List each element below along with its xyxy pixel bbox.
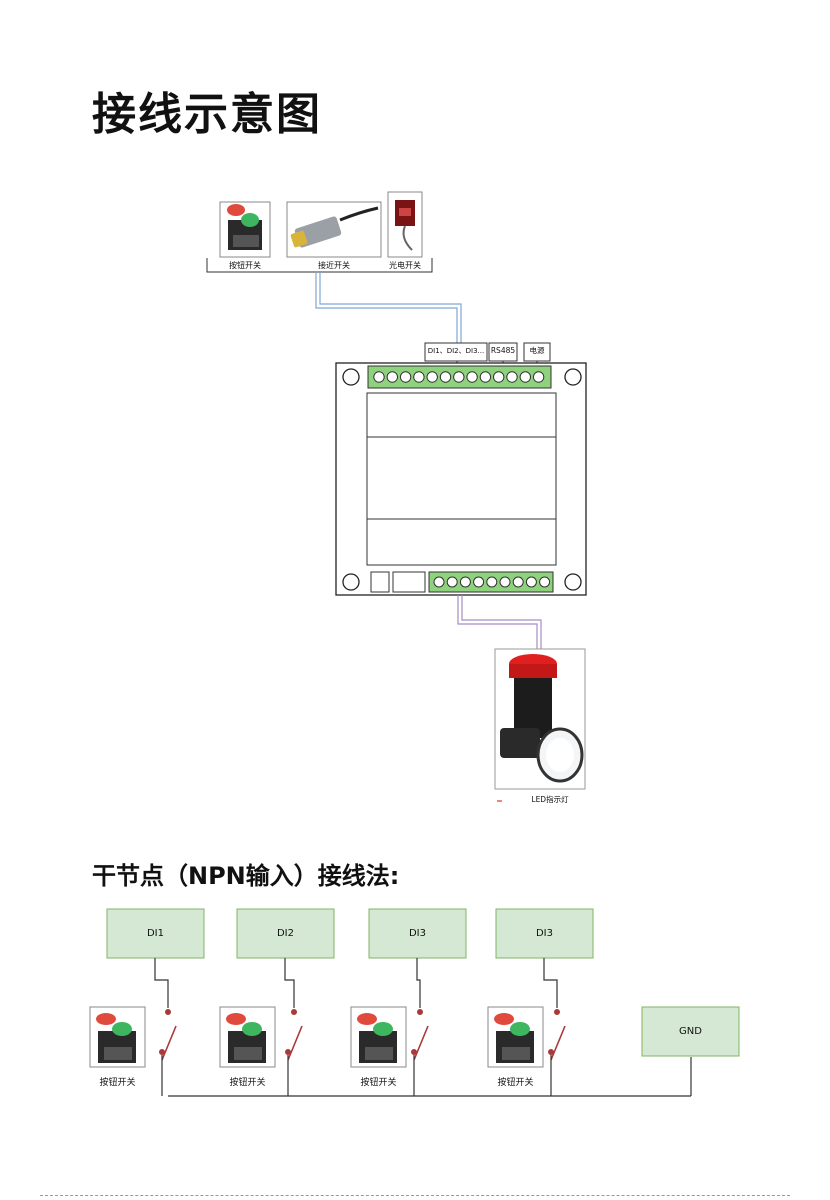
page-title: 接线示意图 <box>92 89 322 140</box>
terminal-screw <box>479 371 492 383</box>
terminal-screw <box>433 576 445 588</box>
section-title: 干节点（NPN输入）接线法: <box>92 862 400 890</box>
terminal-screw <box>473 576 485 588</box>
switch-contact <box>411 1049 417 1055</box>
wiring-diagram <box>206 191 587 802</box>
terminal-screw <box>386 371 398 383</box>
top-terminals <box>373 371 545 383</box>
switch-label: 按钮开关 <box>99 1078 136 1088</box>
terminal-screw <box>413 371 425 383</box>
switch-contact <box>285 1049 291 1055</box>
push-button-icon <box>89 1006 146 1068</box>
mount-hole <box>342 573 360 591</box>
switch-lever <box>161 1025 177 1061</box>
terminal-screw <box>439 371 452 383</box>
led-indicator-icon <box>494 648 586 790</box>
gnd-label: GND <box>679 1026 702 1037</box>
di-box <box>495 908 594 959</box>
di-label: DI3 <box>535 928 553 939</box>
push-button-icon <box>350 1006 407 1068</box>
di-label: DI3 <box>408 928 426 939</box>
terminal-screw <box>426 371 438 383</box>
terminal-screw <box>459 576 471 588</box>
terminal-screw <box>525 576 537 588</box>
di-box <box>368 908 467 959</box>
port-label-power: 电源 <box>529 346 545 355</box>
di-wire <box>154 958 169 1008</box>
switch-label: 按钮开关 <box>360 1078 397 1088</box>
switch-lever <box>413 1025 429 1061</box>
sensor-label-proximity: 接近开关 <box>318 261 350 270</box>
switch-label: 按钮开关 <box>497 1078 534 1088</box>
switch-lever <box>287 1025 303 1061</box>
sensor-label-button: 按钮开关 <box>229 261 261 270</box>
port-label-rs485: RS485 <box>490 346 516 355</box>
terminal-screw <box>512 576 524 588</box>
push-button-icon <box>219 201 271 258</box>
bottom-terminals <box>433 576 551 588</box>
switch-contact <box>165 1009 171 1015</box>
mount-hole <box>564 573 582 591</box>
di-wire <box>543 958 558 1008</box>
terminal-screw <box>373 371 385 383</box>
di-box <box>106 908 205 959</box>
gnd-box <box>641 1006 740 1057</box>
terminal-screw <box>446 576 458 588</box>
port-label-di: DI1、DI2、DI3... <box>427 347 485 355</box>
led-label: LED指示灯 <box>531 795 569 804</box>
sensor-label-photoelectric: 光电开关 <box>389 261 421 270</box>
terminal-screw <box>519 371 531 383</box>
terminal-screw <box>453 371 465 383</box>
terminal-screw <box>486 576 498 588</box>
terminal-screw <box>499 576 511 588</box>
npn-wiring-diagram <box>89 908 740 1097</box>
switch-contact <box>554 1009 560 1015</box>
terminal-screw <box>493 371 505 383</box>
terminal-screw <box>532 371 545 383</box>
switch-contact <box>417 1009 423 1015</box>
mount-hole <box>342 368 360 386</box>
switch-contact <box>159 1049 165 1055</box>
push-button-icon <box>487 1006 544 1068</box>
terminal-screw <box>399 371 412 383</box>
mount-hole <box>564 368 582 386</box>
di-label: DI1 <box>146 928 164 939</box>
footer-divider <box>40 1195 790 1196</box>
switch-lever <box>550 1025 566 1061</box>
di-label: DI2 <box>276 928 294 939</box>
switch-contact <box>548 1049 554 1055</box>
proximity-sensor-icon <box>286 201 382 258</box>
switch-contact <box>291 1009 297 1015</box>
terminal-screw <box>466 371 478 383</box>
photoelectric-sensor-icon <box>387 191 423 258</box>
terminal-screw <box>539 576 551 588</box>
switch-label: 按钮开关 <box>229 1078 266 1088</box>
di-wire <box>416 958 421 1008</box>
push-button-icon <box>219 1006 276 1068</box>
terminal-screw <box>506 371 518 383</box>
di-wire <box>284 958 295 1008</box>
